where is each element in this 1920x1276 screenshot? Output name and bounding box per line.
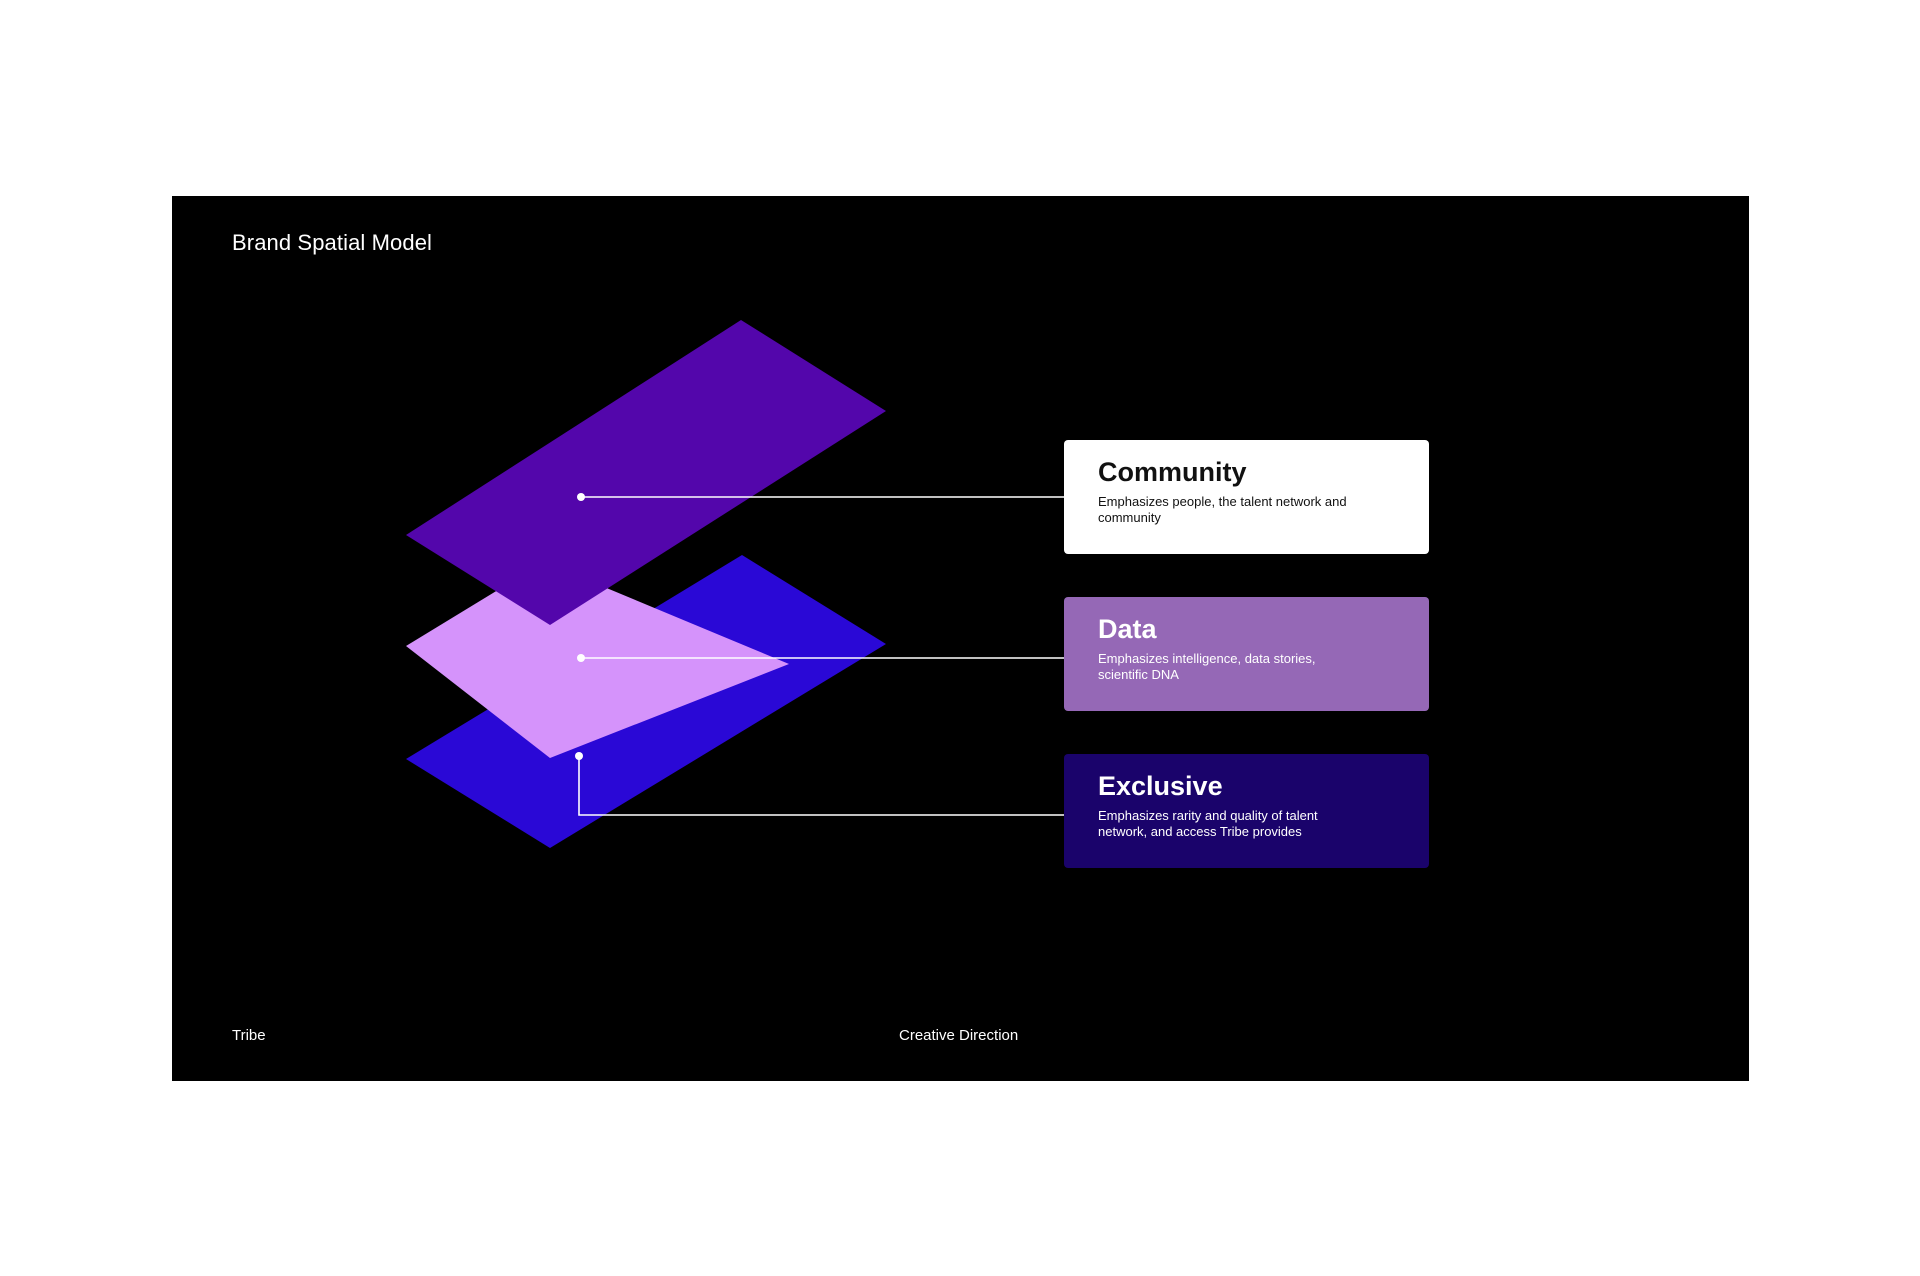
community-connector-dot (577, 493, 585, 501)
exclusive-card-description: Emphasizes rarity and quality of talent … (1098, 808, 1318, 839)
community-card-title: Community (1098, 457, 1247, 487)
exclusive-card-title: Exclusive (1098, 771, 1223, 801)
footer-section: Creative Direction (899, 1027, 1019, 1044)
data-card-description: Emphasizes intelligence, data stories, s… (1098, 651, 1316, 682)
layer-diagram (406, 320, 1064, 848)
data-connector-dot (577, 654, 585, 662)
data-card: Data Emphasizes intelligence, data stori… (1064, 597, 1429, 711)
data-card-title: Data (1098, 614, 1157, 644)
slide-title: Brand Spatial Model (232, 230, 433, 255)
data-layer-shape (406, 562, 789, 758)
community-card-description: Emphasizes people, the talent network an… (1098, 494, 1347, 525)
community-card: Community Emphasizes people, the talent … (1064, 440, 1429, 554)
footer-brand: Tribe (232, 1027, 266, 1044)
exclusive-connector-line (578, 756, 1064, 816)
slide: Brand Spatial Model Community Emphasizes… (172, 196, 1749, 1081)
exclusive-card: Exclusive Emphasizes rarity and quality … (1064, 754, 1429, 868)
exclusive-connector-dot (575, 752, 583, 760)
community-layer-shape (406, 320, 886, 625)
